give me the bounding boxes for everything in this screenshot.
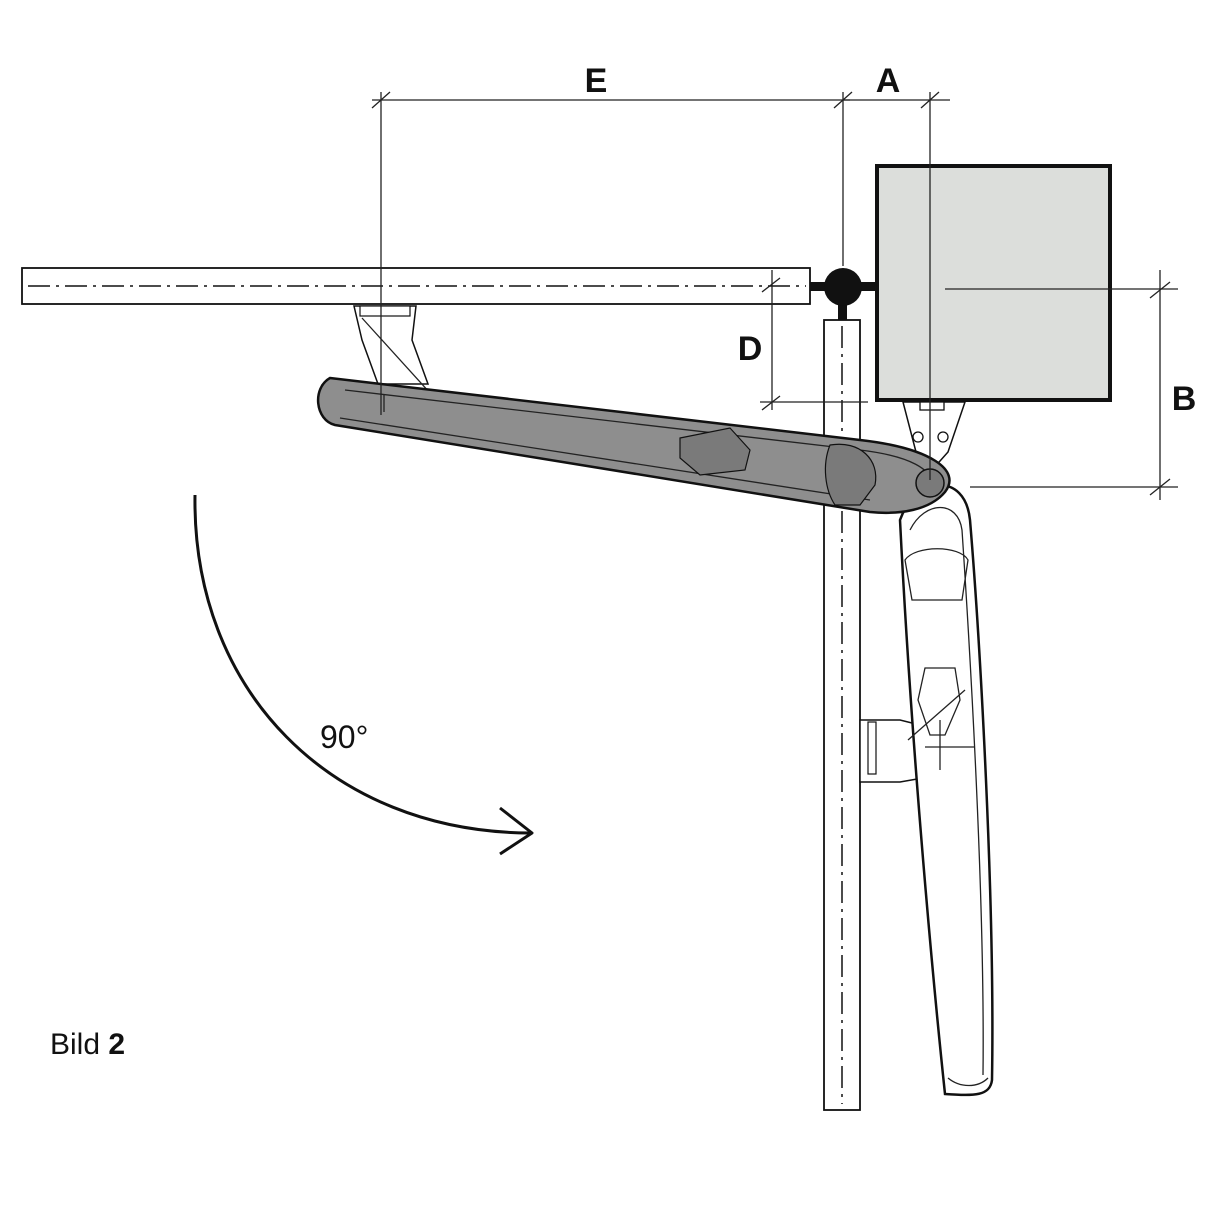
dimension-d-label: D [738,330,763,368]
dimension-b: B [970,270,1196,500]
figure-caption-number: 2 [108,1028,126,1061]
dimension-a: A [843,62,950,480]
gate-leaf-closed [21,267,811,305]
operator-arm-open [898,484,994,1097]
operator-arm-closed [316,376,951,515]
hinge [810,268,880,320]
front-bracket-closed [353,305,441,405]
rotation-arrow: 90° [193,494,534,856]
angle-label: 90° [320,719,368,755]
dimension-e-label: E [585,62,608,100]
dimension-a-label: A [876,62,901,100]
figure-caption-prefix: Bild [50,1028,101,1061]
dimension-b-label: B [1172,380,1197,418]
figure-caption: Bild 2 [50,1028,125,1062]
dimension-d: D [738,270,868,411]
pillar-block [875,164,1178,402]
dimension-e: E [371,62,853,415]
